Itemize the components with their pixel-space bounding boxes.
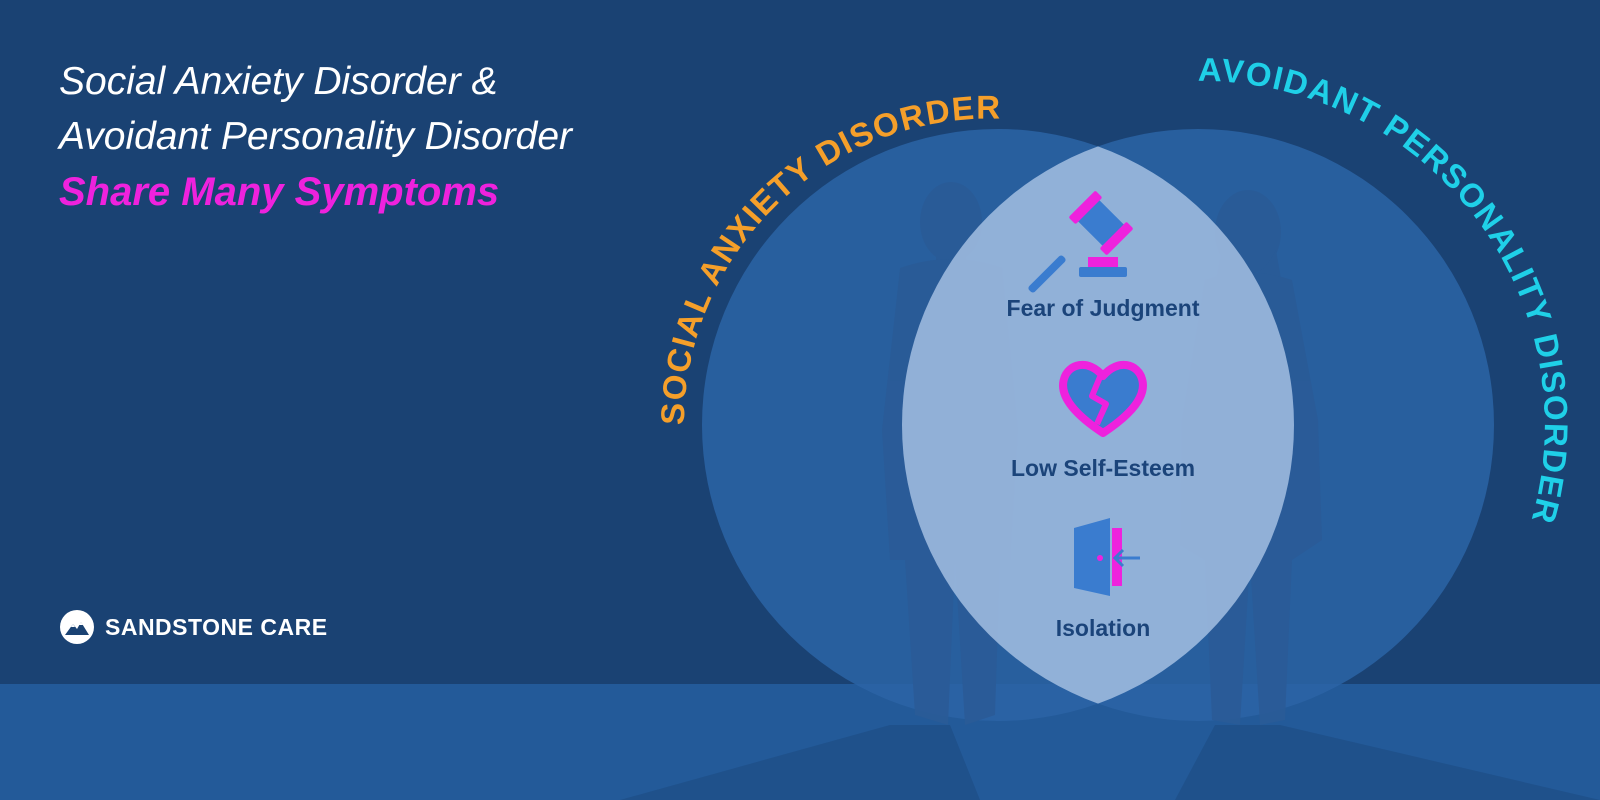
symptom-label: Fear of Judgment: [1007, 295, 1200, 321]
gavel-icon: [1028, 191, 1133, 293]
page-title: Social Anxiety Disorder & Avoidant Perso…: [59, 54, 572, 220]
title-accent: Share Many Symptoms: [59, 170, 500, 214]
title-line-2: Avoidant Personality Disorder: [59, 115, 573, 158]
symptom-label: Low Self-Esteem: [1011, 455, 1195, 481]
title-line-1: Social Anxiety Disorder &: [59, 60, 498, 103]
mountain-logo-icon: [60, 610, 94, 644]
brand-logo: SANDSTONE CARE: [59, 609, 328, 645]
overlap-region: [902, 129, 1294, 721]
door-exit-icon: [1074, 518, 1140, 596]
floor-shadow: [1175, 725, 1600, 800]
broken-heart-icon: [1059, 361, 1147, 437]
symptom-label: Isolation: [1056, 615, 1151, 641]
brand-name: SANDSTONE CARE: [105, 613, 328, 640]
floor-shadow: [620, 725, 980, 800]
